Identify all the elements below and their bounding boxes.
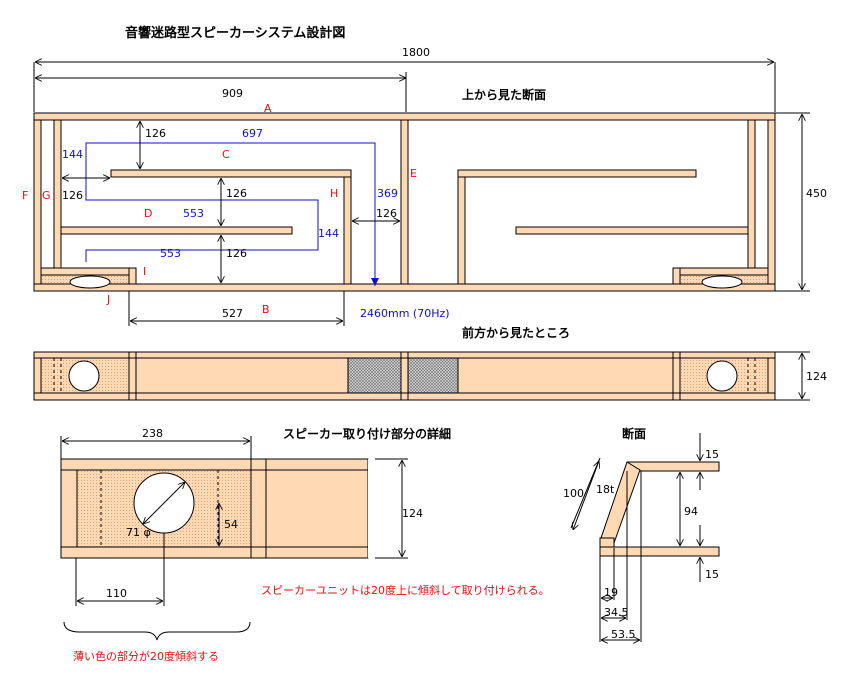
panel-G-right bbox=[747, 119, 756, 269]
dim-126-left-label: 126 bbox=[62, 189, 83, 202]
path-total: 2460mm (70Hz) bbox=[360, 307, 450, 320]
dim-94-label: 94 bbox=[684, 505, 698, 518]
bottom-panel-B bbox=[33, 283, 776, 292]
dim-527-label: 527 bbox=[222, 307, 243, 320]
side-panel-F bbox=[33, 119, 42, 285]
baffle-I-right bbox=[672, 267, 769, 276]
baffle-D-right bbox=[515, 226, 749, 235]
acoustic-path bbox=[85, 142, 376, 283]
break-mask bbox=[368, 459, 382, 558]
dim-124-detail-label: 124 bbox=[402, 507, 423, 520]
front-body bbox=[33, 351, 776, 401]
label-E: E bbox=[410, 167, 417, 180]
dim-71-label: 71 φ bbox=[126, 526, 151, 539]
panel-G bbox=[53, 119, 62, 269]
dim-909-label: 909 bbox=[222, 87, 243, 100]
baffle-I bbox=[40, 267, 137, 276]
dim-450-label: 450 bbox=[806, 187, 827, 200]
dim-15-top-label: 15 bbox=[705, 448, 719, 461]
section-tilted-baffle bbox=[600, 461, 641, 544]
section-heading: 断面 bbox=[622, 426, 646, 441]
drawing-title: 音響迷路型スピーカーシステム設計図 bbox=[125, 25, 345, 41]
dim-126-top-label: 126 bbox=[145, 127, 166, 140]
label-A: A bbox=[264, 102, 272, 115]
dim-19-label: 19 bbox=[604, 586, 618, 599]
dim-110-label: 110 bbox=[106, 587, 127, 600]
dim-124-front-label: 124 bbox=[806, 370, 827, 383]
section-foot bbox=[599, 537, 615, 548]
dim-53-label: 53.5 bbox=[611, 628, 636, 641]
label-B: B bbox=[262, 303, 270, 316]
path-144b: 144 bbox=[318, 227, 339, 240]
dim-54-label: 54 bbox=[224, 518, 238, 531]
path-553b: 553 bbox=[160, 247, 181, 260]
tilt-note: スピーカーユニットは20度上に傾斜して取り付けられる。 bbox=[261, 583, 550, 597]
path-553a: 553 bbox=[183, 207, 204, 220]
path-144a: 144 bbox=[62, 148, 83, 161]
baffle-H-right bbox=[457, 176, 466, 285]
label-I: I bbox=[143, 265, 146, 278]
path-697: 697 bbox=[242, 127, 263, 140]
dim-126-right-label: 126 bbox=[376, 207, 397, 220]
baffle-I-post bbox=[128, 267, 137, 285]
baffle-H bbox=[343, 176, 352, 285]
label-F: F bbox=[22, 189, 28, 202]
baffle-C-right bbox=[457, 169, 697, 178]
baffle-C bbox=[110, 169, 352, 178]
top-view-heading: 上から見た断面 bbox=[462, 87, 546, 102]
dim-238-label: 238 bbox=[142, 427, 163, 440]
detail-top-board bbox=[60, 458, 369, 471]
baffle-I-right-post bbox=[672, 267, 681, 285]
label-G: G bbox=[42, 189, 51, 202]
dim-100-label: 100 bbox=[563, 487, 584, 500]
dim-71 bbox=[143, 482, 185, 524]
front-speaker-left bbox=[68, 360, 100, 392]
dim-100 bbox=[573, 461, 599, 530]
label-C: C bbox=[222, 148, 230, 161]
label-J: J bbox=[106, 293, 110, 306]
baffle-D bbox=[60, 226, 293, 235]
dim-126-mid-label: 126 bbox=[226, 187, 247, 200]
dim-34-label: 34.5 bbox=[604, 606, 629, 619]
light-note: 薄い色の部分が20度傾斜する bbox=[73, 649, 219, 663]
label-H: H bbox=[330, 187, 338, 200]
speaker-right-top bbox=[701, 275, 743, 289]
front-port-left bbox=[347, 357, 402, 394]
brace bbox=[63, 621, 251, 641]
dim-15-bot-label: 15 bbox=[705, 568, 719, 581]
top-panel-A bbox=[33, 112, 776, 121]
front-speaker-right bbox=[706, 360, 738, 392]
front-view-heading: 前方から見たところ bbox=[462, 325, 570, 340]
side-panel-F-right bbox=[767, 119, 776, 285]
front-port-right bbox=[407, 357, 459, 394]
path-369: 369 bbox=[377, 187, 398, 200]
detail-bottom-board bbox=[60, 546, 369, 559]
dim-18t-label: 18t bbox=[596, 483, 615, 496]
label-D: D bbox=[144, 207, 152, 220]
center-panel-E bbox=[400, 119, 409, 285]
dim-1800-label: 1800 bbox=[402, 46, 430, 59]
section-bottom-board bbox=[599, 546, 720, 557]
section-top-board bbox=[627, 461, 720, 472]
speaker-left-top bbox=[69, 275, 111, 289]
detail-heading: スピーカー取り付け部分の詳細 bbox=[283, 426, 451, 441]
dim-126-low-label: 126 bbox=[226, 247, 247, 260]
